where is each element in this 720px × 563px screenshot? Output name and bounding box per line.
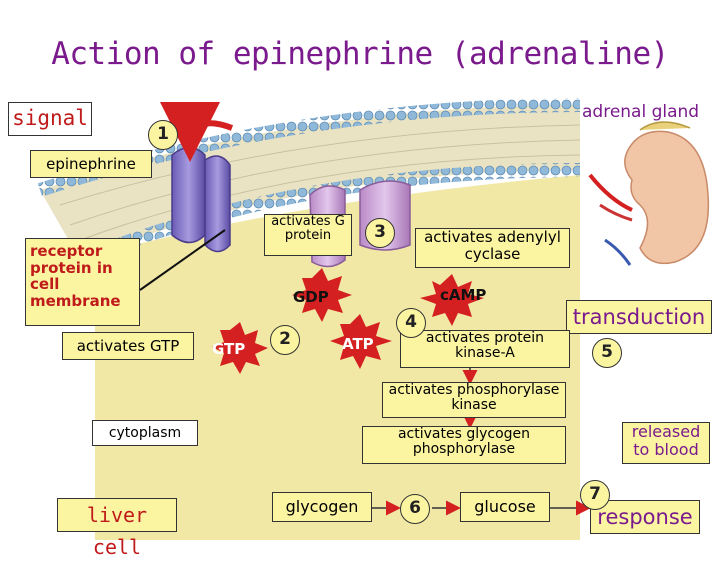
gdp-starburst	[292, 268, 352, 322]
glucose-label: glucose	[460, 492, 550, 522]
glycogen-label: glycogen	[272, 492, 372, 522]
epinephrine-label: epinephrine	[30, 150, 152, 178]
camp-starburst	[420, 274, 484, 326]
activates-glycogen-phosphorylase-label: activates glycogen phosphorylase	[362, 426, 566, 464]
atp-starburst	[330, 314, 392, 369]
step-5-badge: 5	[592, 338, 622, 368]
activates-g-protein-label: activates G protein	[264, 214, 352, 256]
step-4-badge: 4	[396, 308, 426, 338]
response-label: response	[590, 500, 700, 534]
transduction-label: transduction	[566, 300, 712, 334]
step-2-badge: 2	[270, 325, 300, 355]
camp-text: cAMP	[440, 286, 487, 304]
gdp-text: GDP	[293, 288, 329, 306]
signal-label: signal	[8, 102, 92, 136]
atp-text: ATP	[342, 335, 374, 353]
gtp-starburst	[212, 322, 268, 374]
signal-arrow	[160, 101, 234, 162]
receptor-protein	[171, 146, 206, 244]
released-to-blood-label: released to blood	[622, 422, 710, 464]
page-title: Action of epinephrine (adrenaline)	[51, 36, 669, 72]
step-1-badge: 1	[148, 120, 178, 150]
cytoplasm-label: cytoplasm	[92, 420, 198, 446]
liver-cell-label: liver cell	[57, 498, 177, 559]
activates-phosphorylase-kinase-label: activates phosphorylase kinase	[382, 382, 566, 418]
step-7-badge: 7	[580, 480, 610, 510]
gtp-text: GTP	[212, 340, 246, 358]
activates-pka-label: activates protein kinase-A	[400, 330, 570, 368]
receptor-label: receptor protein in cell membrane	[25, 238, 140, 326]
adrenal-gland-label: adrenal gland	[582, 102, 700, 122]
step-3-badge: 3	[365, 218, 395, 248]
step-6-badge: 6	[400, 494, 430, 524]
activates-adenylyl-label: activates adenylyl cyclase	[415, 228, 570, 268]
kidney-illustration	[588, 121, 710, 266]
activates-gtp-label: activates GTP	[62, 332, 194, 360]
